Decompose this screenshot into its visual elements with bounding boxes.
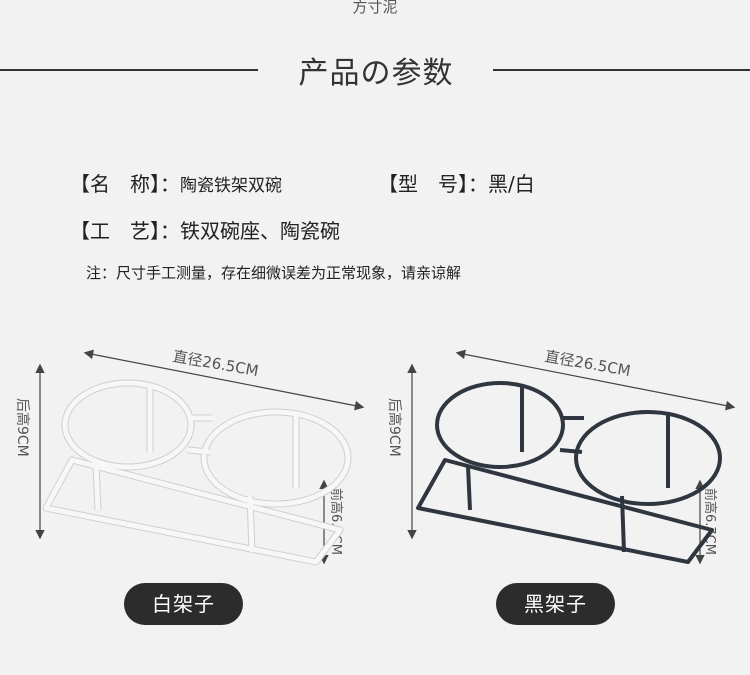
- measurement-note: 注：尺寸手工测量，存在细微误差为正常现象，请亲谅解: [86, 264, 462, 282]
- product-illustrations: 直径26.5CM 后高9CM 前高6.7CM 前高6.7CM 直径26.5CM …: [14, 347, 736, 566]
- white-rack-group: 直径26.5CM 后高9CM 前高6.7CM 前高6.7CM: [14, 347, 365, 566]
- black-rack-group: 直径26.5CM 后高9CM 前高6.7CM: [386, 347, 736, 565]
- spec-craft: 【工 艺】：铁双碗座、陶瓷碗: [70, 215, 340, 244]
- spec-craft-value: 铁双碗座、陶瓷碗: [180, 219, 340, 243]
- spec-model: 【型 号】：黑/白: [378, 168, 535, 197]
- title-rule-right: [493, 69, 750, 71]
- spec-name-label: 【名 称】：: [70, 172, 180, 196]
- white-rear-height-label: 后高9CM: [14, 398, 31, 457]
- black-diameter-arrow: [455, 349, 736, 411]
- spec-craft-label: 【工 艺】：: [70, 219, 180, 243]
- spec-name: 【名 称】：陶瓷铁架双碗: [70, 168, 282, 197]
- title-rule-left: [0, 69, 258, 71]
- brand-name: 方寸泥: [352, 0, 398, 16]
- white-diameter-arrow: [83, 349, 365, 411]
- section-title: 产品の参数: [298, 56, 454, 91]
- black-front-height-label: 前高6.7CM: [702, 488, 718, 555]
- spec-name-value: 陶瓷铁架双碗: [180, 176, 282, 196]
- spec-model-value: 黑/白: [488, 172, 535, 196]
- black-rear-height-label: 后高9CM: [386, 398, 403, 457]
- black-diameter-label: 直径26.5CM: [543, 347, 632, 380]
- black-rack-icon: [416, 381, 722, 564]
- section-header: 产品の参数: [0, 46, 750, 94]
- spec-model-label: 【型 号】：: [378, 172, 488, 196]
- black-rack-badge: 黑架子: [496, 583, 615, 625]
- white-rack-icon: [42, 379, 352, 566]
- white-rack-badge: 白架子: [124, 583, 243, 625]
- white-diameter-label: 直径26.5CM: [171, 347, 260, 380]
